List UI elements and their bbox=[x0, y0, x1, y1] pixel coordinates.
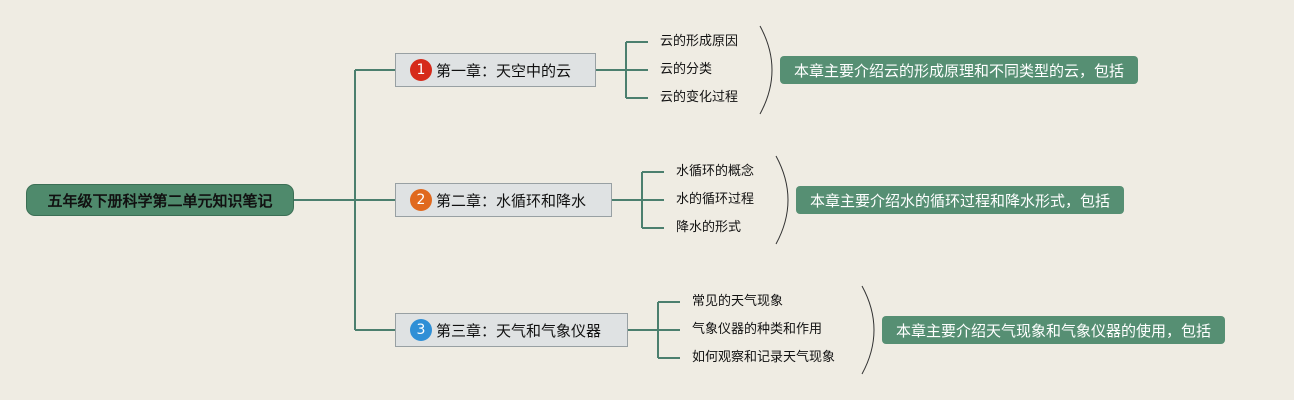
chapter-1-item-1[interactable]: 云的形成原因 bbox=[660, 34, 739, 49]
chapter-1-brace bbox=[759, 25, 773, 115]
chapter-3-summary-text: 本章主要介绍天气现象和气象仪器的使用，包括 bbox=[896, 321, 1212, 340]
chapter-3-label: 第三章：天气和气象仪器 bbox=[436, 321, 602, 340]
chapter-3-item-1[interactable]: 常见的天气现象 bbox=[692, 294, 784, 309]
chapter-2-brace bbox=[775, 155, 789, 245]
root-node[interactable]: 五年级下册科学第二单元知识笔记 bbox=[26, 184, 294, 216]
chapter-3-node[interactable]: 3 第三章：天气和气象仪器 bbox=[395, 313, 628, 347]
chapter-2-summary-text: 本章主要介绍水的循环过程和降水形式，包括 bbox=[810, 191, 1111, 210]
chapter-1-summary[interactable]: 本章主要介绍云的形成原理和不同类型的云，包括 bbox=[780, 56, 1139, 84]
chapter-1-summary-text: 本章主要介绍云的形成原理和不同类型的云，包括 bbox=[794, 61, 1125, 80]
chapter-1-leaf-connectors bbox=[596, 41, 648, 99]
chapter-2-label: 第二章：水循环和降水 bbox=[436, 191, 587, 210]
chapter-2-node[interactable]: 2 第二章：水循环和降水 bbox=[395, 183, 612, 217]
chapter-1-node[interactable]: 1 第一章：天空中的云 bbox=[395, 53, 596, 87]
chapter-3-summary[interactable]: 本章主要介绍天气现象和气象仪器的使用，包括 bbox=[882, 316, 1226, 344]
chapter-2-summary[interactable]: 本章主要介绍水的循环过程和降水形式，包括 bbox=[796, 186, 1125, 214]
root-label: 五年级下册科学第二单元知识笔记 bbox=[47, 191, 273, 210]
chapter-2-item-3[interactable]: 降水的形式 bbox=[676, 220, 742, 235]
chapter-2-item-2[interactable]: 水的循环过程 bbox=[676, 192, 755, 207]
chapter-1-item-3[interactable]: 云的变化过程 bbox=[660, 90, 739, 105]
chapter-1-item-2[interactable]: 云的分类 bbox=[660, 62, 713, 77]
chapter-3-number-badge: 3 bbox=[410, 319, 432, 341]
chapter-1-number-badge: 1 bbox=[410, 59, 432, 81]
chapter-2-leaf-connectors bbox=[612, 171, 664, 229]
chapter-3-leaf-connectors bbox=[628, 301, 680, 359]
chapter-2-number-badge: 2 bbox=[410, 189, 432, 211]
chapter-3-item-2[interactable]: 气象仪器的种类和作用 bbox=[692, 322, 823, 337]
chapter-3-item-3[interactable]: 如何观察和记录天气现象 bbox=[692, 350, 836, 365]
chapter-3-brace bbox=[861, 285, 875, 375]
chapter-2-item-1[interactable]: 水循环的概念 bbox=[676, 164, 755, 179]
chapter-1-label: 第一章：天空中的云 bbox=[436, 61, 572, 80]
